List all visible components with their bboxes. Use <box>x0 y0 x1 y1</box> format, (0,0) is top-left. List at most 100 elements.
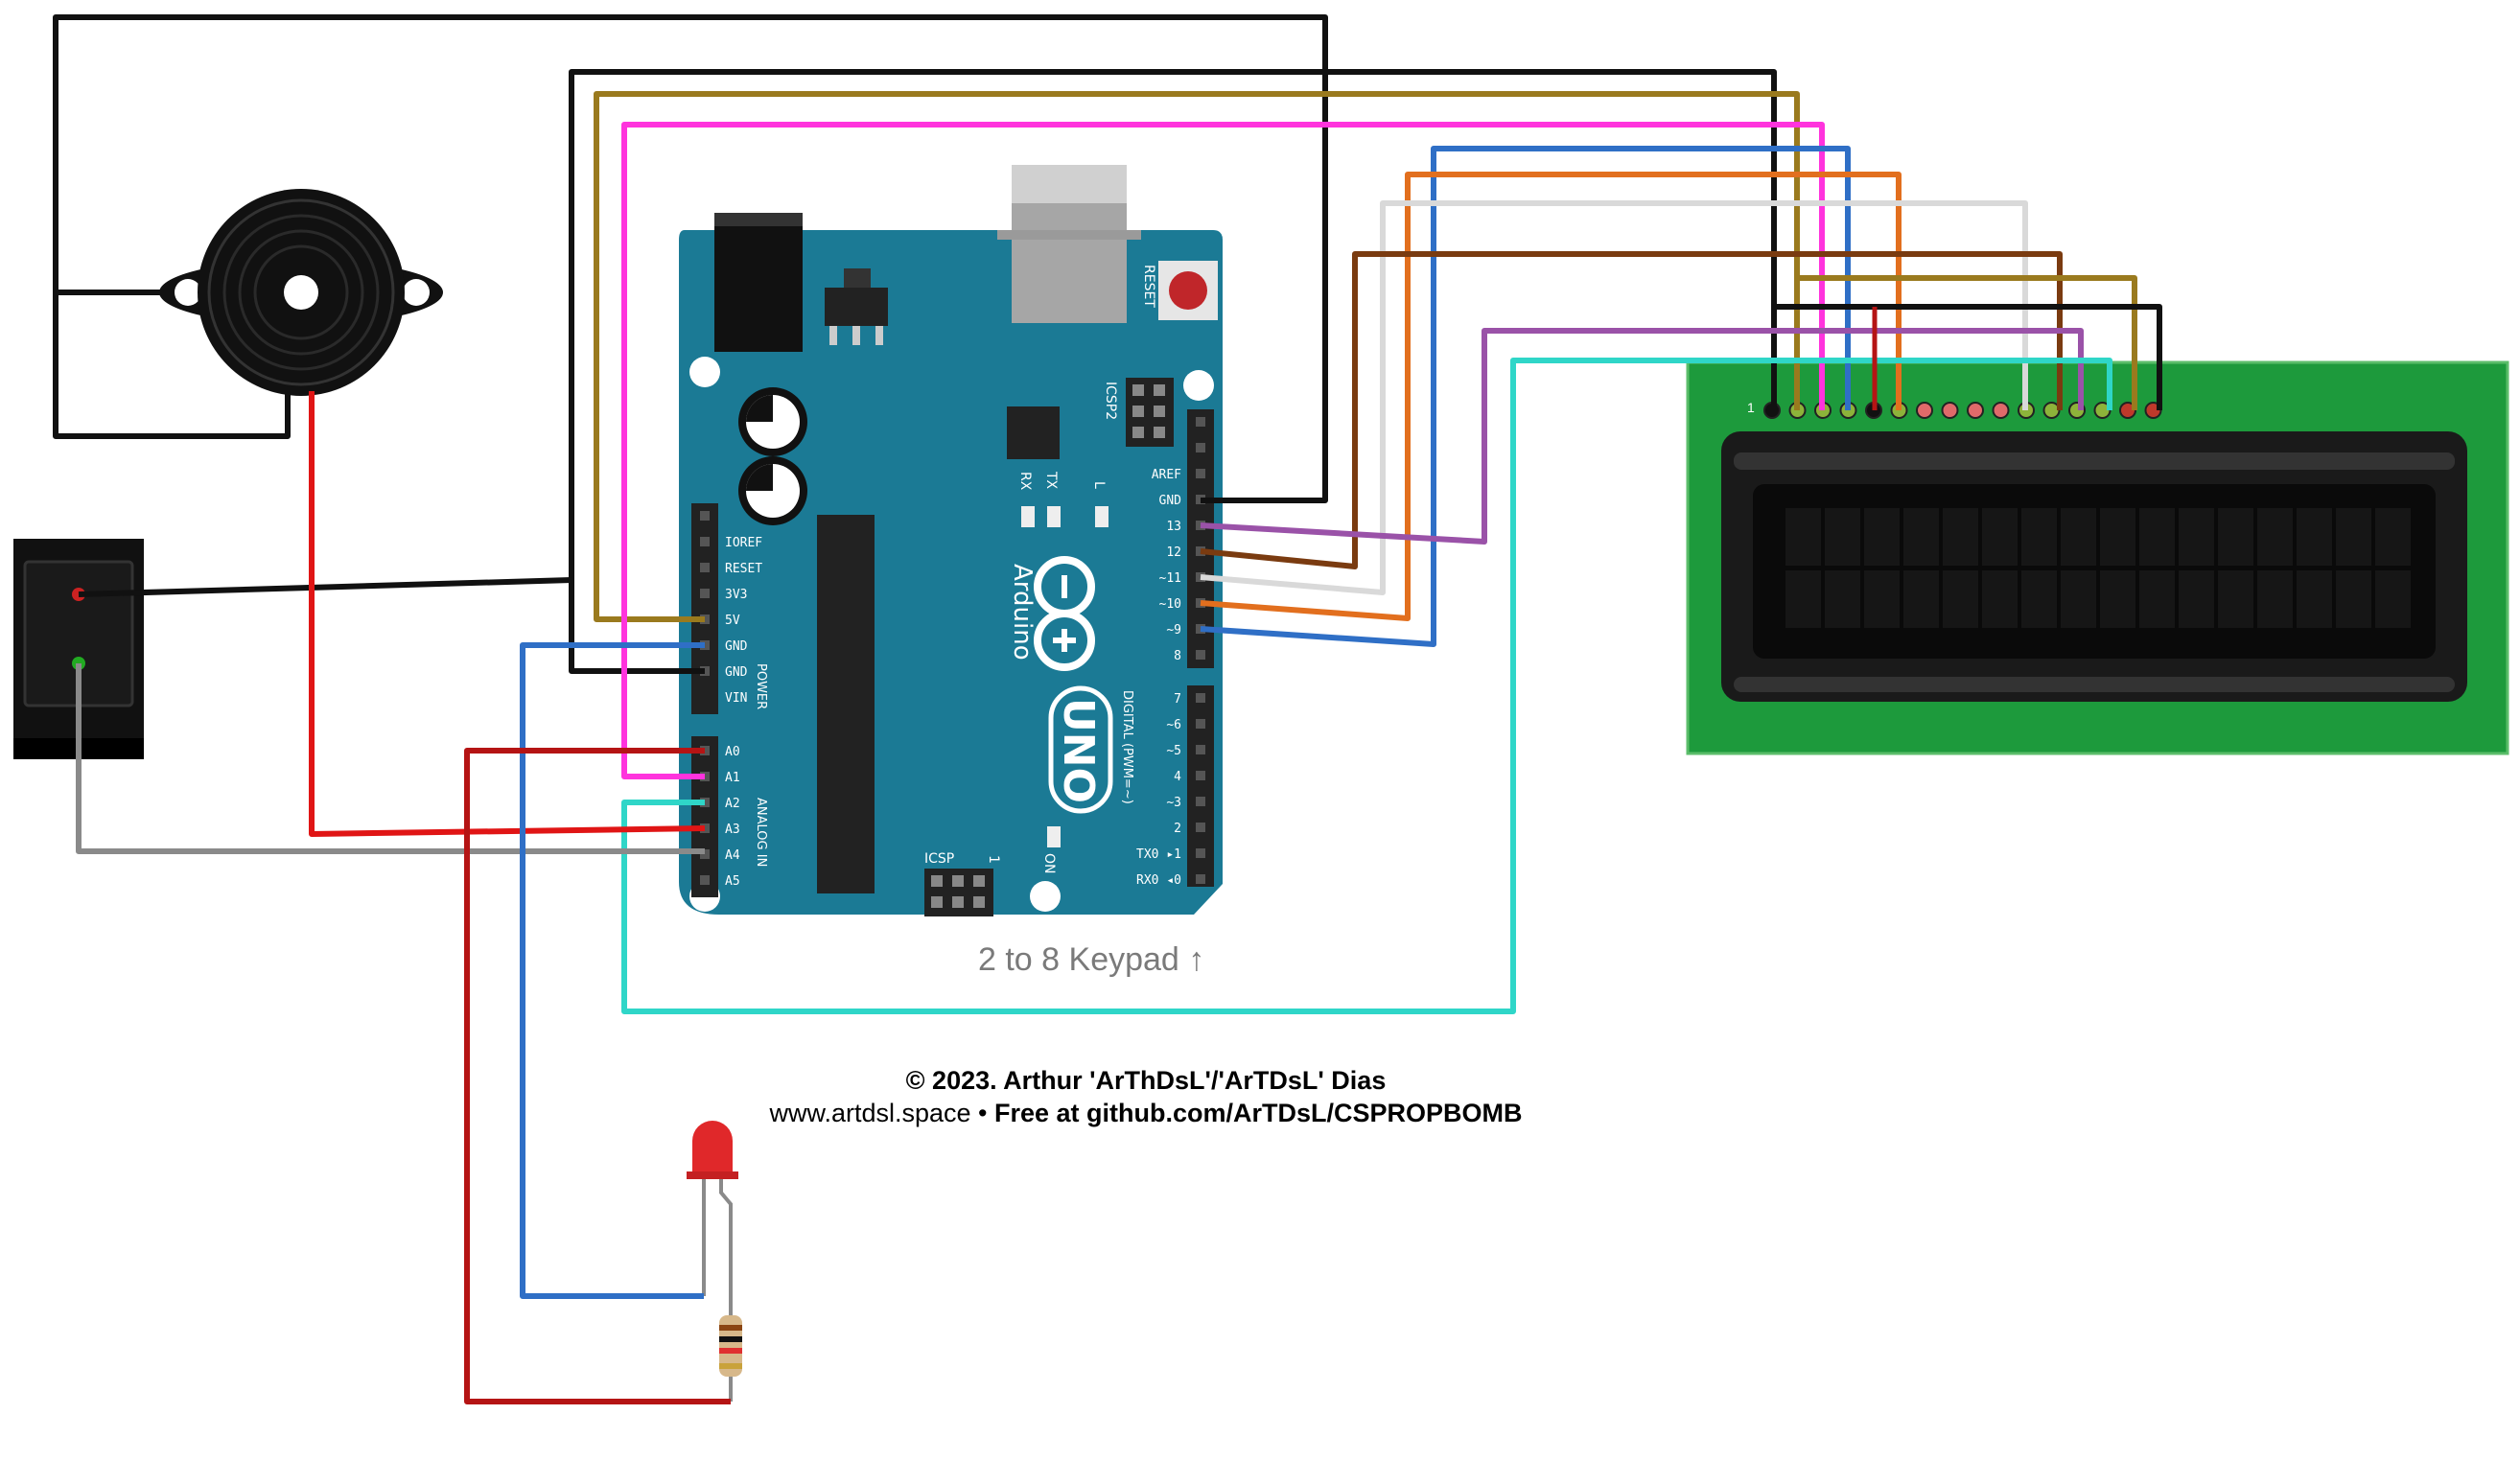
icsp-pin <box>952 896 964 908</box>
lcd-cell <box>2218 570 2253 628</box>
power-hole <box>700 589 710 598</box>
uno-model-text: UNO <box>1054 698 1103 803</box>
rx-label: RX <box>1017 472 1033 491</box>
power-header <box>691 503 718 714</box>
pin-label: 5V <box>725 614 740 628</box>
rocker-switch <box>13 539 144 759</box>
digital-bottom-hole <box>1196 745 1205 754</box>
lcd-cell <box>1825 508 1860 566</box>
pin-label: GND <box>725 665 748 680</box>
resistor <box>719 1285 742 1402</box>
lcd-white-wire <box>1200 200 2028 595</box>
keypad-caption: 2 to 8 Keypad ↑ <box>978 941 1204 978</box>
pin-label: TX0 ▸1 <box>1136 847 1181 862</box>
pin-label: GND <box>1159 494 1182 508</box>
icsp2-pin <box>1132 427 1144 438</box>
lcd-cell <box>2100 570 2135 628</box>
buzzer-gnd-wire <box>53 14 1328 503</box>
lcd-cell <box>2061 508 2096 566</box>
lcd-black-jumper <box>1774 304 2162 410</box>
pin-label: RESET <box>725 562 762 576</box>
arduino-logo <box>1034 556 1095 671</box>
lcd-cell <box>2100 508 2135 566</box>
lcd-cell <box>2218 508 2253 566</box>
pin-label: 4 <box>1174 770 1181 784</box>
lcd-blue-wire <box>1200 146 1851 647</box>
icsp2-pin <box>1154 384 1165 396</box>
icsp2-header <box>1126 378 1174 447</box>
digital-bottom-hole <box>1196 848 1205 858</box>
wires <box>53 14 2162 1404</box>
lcd-cell <box>1825 570 1860 628</box>
lcd-cell <box>1982 570 2018 628</box>
buzzer-loop-wire <box>53 292 291 439</box>
lcd-cell <box>2257 508 2293 566</box>
icsp-pin <box>931 875 943 887</box>
icsp-pin <box>973 896 985 908</box>
digital-bottom-hole <box>1196 797 1205 806</box>
analog-header <box>691 736 718 897</box>
icsp-pin <box>931 896 943 908</box>
lcd-black-wire <box>569 69 1777 580</box>
lcd-pin1-label: 1 <box>1747 400 1755 415</box>
icsp-pin1-label: 1 <box>986 855 1001 864</box>
lcd-cell <box>2297 508 2332 566</box>
pin-label: VIN <box>725 691 747 706</box>
icsp2-pin <box>1154 406 1165 417</box>
lcd-cell <box>1943 508 1978 566</box>
pin-label: 7 <box>1174 692 1181 707</box>
lcd-5v-wire <box>594 91 1800 622</box>
icsp2-label: ICSP2 <box>1103 382 1118 420</box>
pin-label: A3 <box>725 823 740 837</box>
power-hole <box>700 537 710 546</box>
pin-label: A5 <box>725 874 740 889</box>
lcd-cell <box>2375 508 2411 566</box>
lcd-cell <box>2139 570 2175 628</box>
digital-bottom-hole <box>1196 719 1205 729</box>
credit-free: Free at github.com/ArTDsL/CSPROPBOMB <box>994 1099 1523 1127</box>
icsp-header <box>924 869 993 916</box>
lcd-cell <box>2139 508 2175 566</box>
digital-top-hole <box>1196 417 1205 427</box>
lcd-magenta-wire <box>621 122 1825 779</box>
pin-label: 2 <box>1174 822 1181 836</box>
pin-label: AREF <box>1152 468 1181 482</box>
arduino-brand-text: Arduino <box>1008 564 1037 661</box>
digital-top-hole <box>1196 469 1205 478</box>
lcd-pin <box>1941 402 1959 419</box>
switch-gray-wire <box>76 663 705 854</box>
lcd-cell <box>1785 508 1821 566</box>
icsp2-pin <box>1132 406 1144 417</box>
lcd-pin <box>1992 402 2010 419</box>
lcd-cell <box>1903 508 1939 566</box>
pin-label: 8 <box>1174 649 1181 663</box>
lcd-cell <box>2375 570 2411 628</box>
pin-label: ~9 <box>1166 623 1181 638</box>
lcd-cell <box>1864 570 1900 628</box>
power-hole <box>700 563 710 572</box>
icsp-pin <box>952 875 964 887</box>
digital-group-label: DIGITAL (PWM=~) <box>1120 690 1134 804</box>
pin-label: 3V3 <box>725 588 747 602</box>
lcd-cell <box>2336 508 2371 566</box>
lcd-cell <box>2179 508 2214 566</box>
lcd-cell <box>1903 570 1939 628</box>
pin-label: A0 <box>725 745 740 759</box>
lcd-cell <box>2336 570 2371 628</box>
uno-badge: UNO <box>1048 685 1113 814</box>
digital-top-hole <box>1196 650 1205 660</box>
digital-top-hole <box>1196 443 1205 452</box>
icsp-pin <box>973 875 985 887</box>
switch-gnd-wire <box>78 577 572 597</box>
digital-bottom-hole <box>1196 823 1205 832</box>
piezo-buzzer <box>159 189 443 396</box>
red-led <box>687 1121 738 1296</box>
pin-label: RX0 ◂0 <box>1136 873 1181 888</box>
lcd-pin <box>1967 402 1984 419</box>
power-group-label: POWER <box>754 663 768 709</box>
pin-label: 12 <box>1166 545 1181 560</box>
